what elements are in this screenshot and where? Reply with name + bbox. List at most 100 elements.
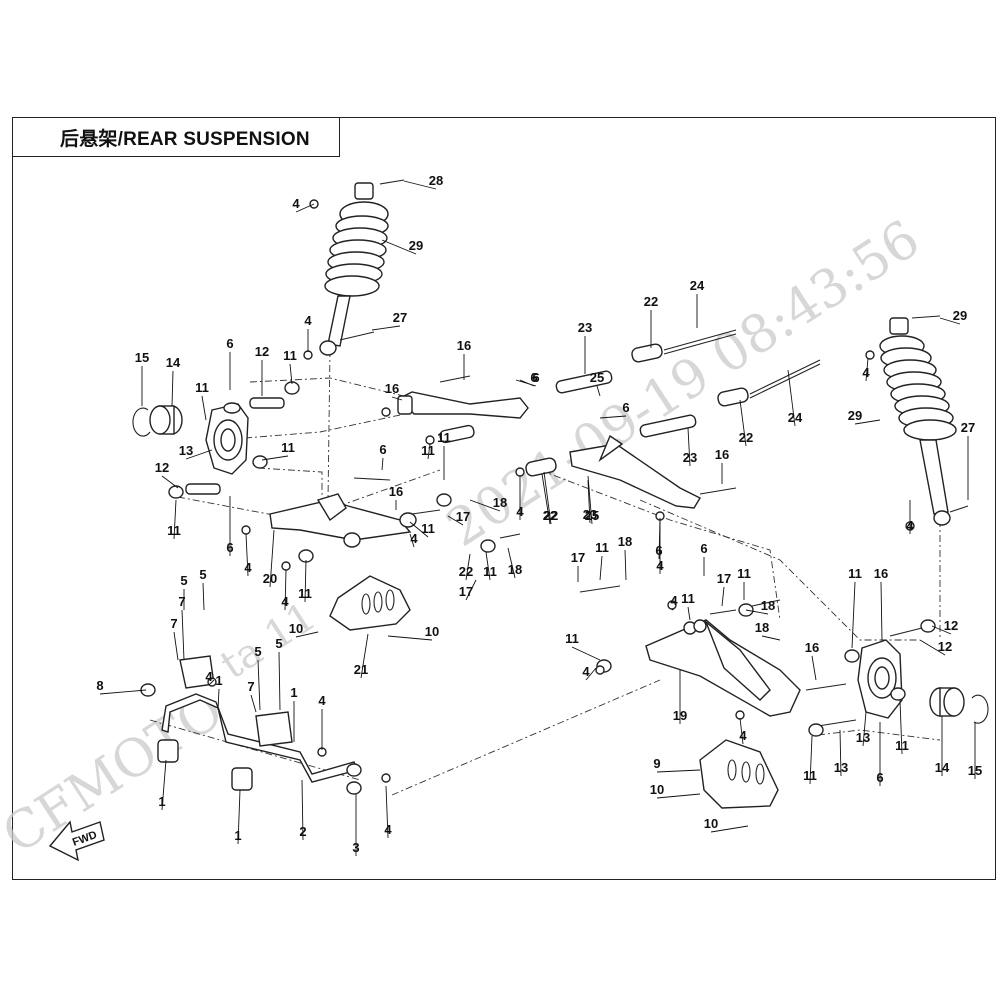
callout-number: 11 — [803, 768, 817, 783]
callout-leader — [854, 419, 881, 425]
callout-number: 5 — [254, 644, 261, 659]
watermark-code: ta 11 — [212, 593, 324, 688]
callout-leader — [237, 789, 241, 845]
callout-leader — [656, 793, 701, 799]
callout-leader — [257, 659, 261, 711]
callout-number: 11 — [483, 564, 497, 579]
callout-number: 13 — [856, 730, 870, 745]
upper-left-arm — [397, 391, 529, 419]
callout-number: 4 — [410, 531, 418, 546]
callout-number: 16 — [874, 566, 888, 581]
callout-leader — [371, 325, 401, 331]
callout-leader — [787, 369, 796, 427]
callout-number: 4 — [656, 558, 664, 573]
callout-number: 22 — [544, 508, 558, 523]
callout-number: 7 — [170, 616, 177, 631]
left-hub-bearing — [149, 405, 183, 435]
callout-number: 5 — [275, 636, 282, 651]
stabilizer-bushings — [157, 655, 293, 791]
callout-number: 11 — [421, 443, 435, 458]
callout-leader — [939, 317, 961, 325]
callout-leader — [865, 357, 869, 382]
callout-number: 10 — [425, 624, 439, 639]
callout-leader — [201, 395, 207, 421]
callout-leader — [761, 635, 781, 641]
callout-number: 6 — [379, 442, 386, 457]
callout-number: 4 — [582, 664, 590, 679]
callout-number: 24 — [788, 410, 803, 425]
right-circlip — [971, 694, 989, 724]
callout-number: 11 — [298, 586, 312, 601]
diagram-frame — [12, 117, 996, 880]
callout-leader — [687, 606, 691, 621]
callout-leader — [185, 449, 213, 460]
callout-leader — [161, 759, 167, 811]
callout-leader — [585, 667, 597, 681]
lower-left-arm — [269, 493, 417, 548]
left-circlip — [132, 407, 151, 437]
callout-number: 6 — [226, 540, 233, 555]
callout-number: 10 — [289, 621, 303, 636]
callout-leader — [208, 679, 215, 686]
callout-number: 11 — [895, 738, 909, 753]
lower-right-arm — [645, 619, 801, 717]
callout-leader — [919, 639, 946, 656]
callout-number: 14 — [166, 355, 181, 370]
callout-leader — [596, 385, 601, 397]
callout-number: 6 — [532, 370, 539, 385]
page-title: 后悬架/REAR SUSPENSION — [60, 129, 310, 150]
callout-number: 18 — [508, 562, 522, 577]
callout-leader — [811, 655, 817, 681]
callout-leader — [403, 180, 437, 190]
callout-number: 29 — [409, 238, 423, 253]
right-knuckle — [857, 639, 903, 719]
callout-number: 22 — [644, 294, 658, 309]
callout-number: 6 — [655, 543, 662, 558]
callout-number: 12 — [944, 618, 958, 633]
callout-number: 4 — [292, 196, 300, 211]
callout-number: 2 — [299, 824, 306, 839]
callout-number: 4 — [862, 365, 870, 380]
callout-number: 16 — [715, 447, 729, 462]
callout-leader — [899, 699, 903, 755]
callout-leader — [851, 581, 856, 649]
right-hub-bearing — [929, 687, 965, 717]
callout-number: 1 — [215, 673, 222, 688]
callout-leader — [99, 689, 147, 695]
callout-number: 12 — [255, 344, 269, 359]
callout-leader — [656, 769, 701, 773]
callout-number: 17 — [717, 571, 731, 586]
callout-number: 23 — [578, 320, 592, 335]
callout-leader — [599, 555, 603, 581]
callout-leader — [250, 694, 257, 713]
callout-leader — [447, 515, 464, 526]
callout-number: 11 — [595, 540, 609, 555]
callout-leader — [427, 443, 431, 460]
right-shock-absorber — [879, 317, 957, 526]
callout-leader — [269, 529, 275, 588]
callout-number: 18 — [755, 620, 769, 635]
callout-leader — [624, 549, 627, 581]
callout-number: 11 — [167, 523, 181, 538]
callout-number: 11 — [681, 591, 695, 606]
callout-leader — [739, 717, 744, 745]
callout-number: 11 — [737, 566, 751, 581]
callout-leader — [360, 633, 369, 679]
callout-leader — [687, 427, 691, 467]
left-arm-guard — [329, 575, 411, 631]
callout-leader — [745, 609, 769, 615]
callout-number: 13 — [834, 760, 848, 775]
callout-leader — [173, 499, 177, 540]
pivot-tubes — [439, 329, 821, 477]
callout-number: 11 — [848, 566, 862, 581]
callout-number: 25 — [585, 508, 599, 523]
callout-number: 29 — [953, 308, 967, 323]
callout-number: 20 — [263, 571, 277, 586]
watermark-brand: CFMOTO — [0, 680, 234, 866]
callout-number: 5 — [180, 573, 187, 588]
callout-number: 19 — [673, 708, 687, 723]
callout-number: 11 — [195, 380, 209, 395]
callout-leader — [181, 609, 185, 661]
callout-leader — [245, 533, 249, 577]
